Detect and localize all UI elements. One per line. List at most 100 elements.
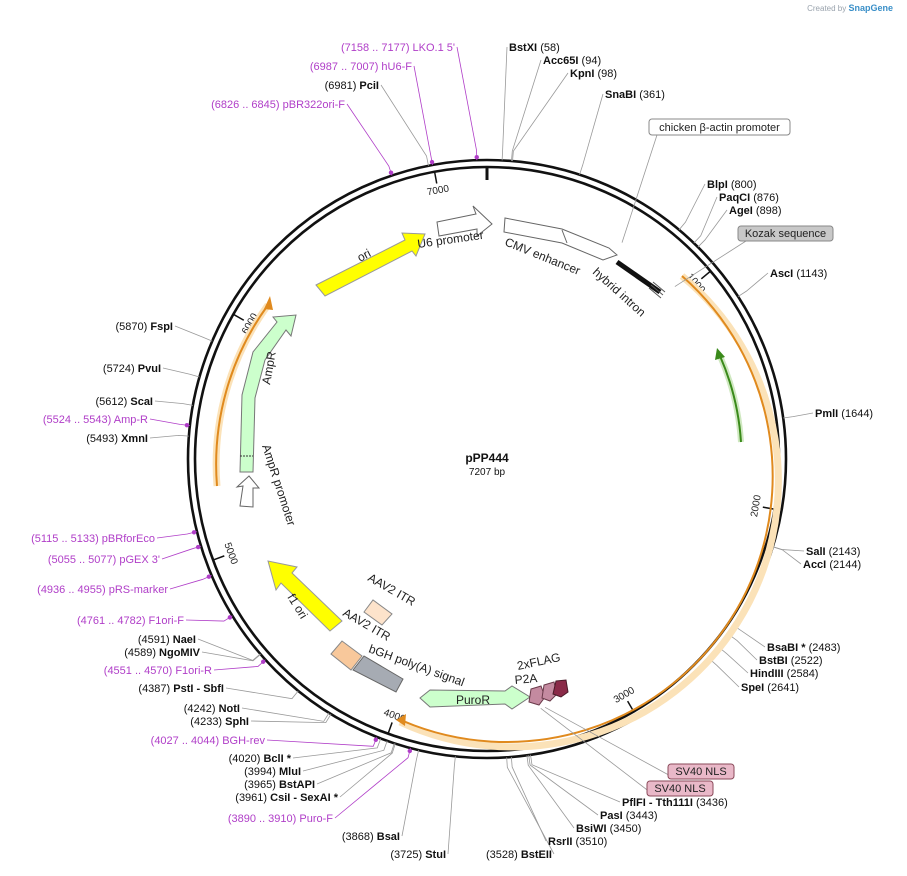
plasmid-length: 7207 bp xyxy=(469,467,506,478)
feature-leader xyxy=(674,240,747,287)
primer-label[interactable]: (4761 .. 4782) F1ori-F xyxy=(77,615,184,627)
feature-box[interactable] xyxy=(648,118,791,136)
p2a-feature xyxy=(528,685,546,706)
enzyme-position: (5612) xyxy=(96,396,128,408)
primer-label[interactable]: (5115 .. 5133) pBRforEco xyxy=(31,533,155,545)
orf-arc-left-head xyxy=(264,296,273,310)
primer-label[interactable]: (7158 .. 7177) LKO.1 5' xyxy=(341,42,455,54)
enzyme-leader xyxy=(501,46,508,161)
enzyme-label[interactable]: Acc65I (94) xyxy=(543,55,601,67)
feature-leader xyxy=(540,707,656,797)
orf-arc-green-halo xyxy=(717,354,744,443)
enzyme-label[interactable]: (3528) BstEII xyxy=(486,849,552,861)
feature-box-label: chicken β-actin promoter xyxy=(659,122,780,134)
feature-box[interactable] xyxy=(667,763,735,780)
primer-label[interactable]: (6987 .. 7007) hU6-F xyxy=(310,61,412,73)
primer-site xyxy=(184,422,190,428)
enzyme-name: AscI xyxy=(770,268,793,280)
enzyme-label[interactable]: SnaBI (361) xyxy=(605,89,665,101)
enzyme-label[interactable]: (3961) CsiI - SexAI * xyxy=(235,792,338,804)
orf-arc-green xyxy=(719,355,742,443)
primer-leader xyxy=(169,575,212,590)
enzyme-name: BstAPI xyxy=(279,779,315,791)
enzyme-leader xyxy=(512,72,569,162)
enzyme-label[interactable]: BlpI (800) xyxy=(707,179,757,191)
enzyme-label[interactable]: (5724) PvuI xyxy=(103,363,161,375)
cmv-enhancer-feature xyxy=(503,217,618,261)
feature-label[interactable]: AmpR promoter xyxy=(259,443,298,528)
feature-box[interactable] xyxy=(737,225,834,242)
enzyme-position: (6981) xyxy=(325,80,357,92)
enzyme-label[interactable]: (5493) XmnI xyxy=(86,433,148,445)
cmv-divider xyxy=(561,229,568,244)
enzyme-label[interactable]: (4242) NotI xyxy=(184,703,240,715)
snapgene-brand: SnapGene xyxy=(848,3,893,13)
primer-label[interactable]: (3890 .. 3910) Puro-F xyxy=(228,813,333,825)
enzyme-name: SnaBI xyxy=(605,89,636,101)
feature-box-label: SV40 NLS xyxy=(675,766,726,778)
enzyme-label[interactable]: PaqCI (876) xyxy=(719,192,779,204)
kozak-marks xyxy=(648,281,666,299)
enzyme-name: PflFI - Tth111I xyxy=(622,797,693,809)
enzyme-name: SalI xyxy=(806,546,826,558)
enzyme-label[interactable]: HindIII (2584) xyxy=(750,668,818,680)
enzyme-name: BstEII xyxy=(521,849,552,861)
enzyme-label[interactable]: BstBI (2522) xyxy=(759,655,823,667)
enzyme-position: (3965) xyxy=(244,779,276,791)
enzyme-label[interactable]: (5870) FspI xyxy=(116,321,173,333)
primer-label[interactable]: (4551 .. 4570) F1ori-R xyxy=(104,665,212,677)
enzyme-label[interactable]: (4387) PstI - SbfI xyxy=(138,683,224,695)
enzyme-label[interactable]: (3868) BsaI xyxy=(342,831,400,843)
enzyme-label[interactable]: AccI (2144) xyxy=(803,559,861,571)
enzyme-label[interactable]: BsiWI (3450) xyxy=(576,823,641,835)
enzyme-label[interactable]: (4020) BclI * xyxy=(229,753,292,765)
enzyme-label[interactable]: (4233) SphI xyxy=(190,716,249,728)
feature-label[interactable]: P2A xyxy=(514,671,538,687)
feature-label[interactable]: AmpR xyxy=(259,350,279,386)
feature-label[interactable]: 2xFLAG xyxy=(516,650,562,673)
primer-label[interactable]: (5524 .. 5543) Amp-R xyxy=(43,414,148,426)
enzyme-label[interactable]: (3994) MluI xyxy=(244,766,301,778)
tick-label: 5000 xyxy=(221,541,239,566)
feature-label[interactable]: hybrid intron xyxy=(590,265,648,320)
enzyme-label[interactable]: (6981) PciI xyxy=(325,80,379,92)
enzyme-position: (3528) xyxy=(486,849,518,861)
feature-box[interactable] xyxy=(646,780,714,797)
enzyme-position: (1644) xyxy=(841,408,873,420)
primer-label[interactable]: (4936 .. 4955) pRS-marker xyxy=(37,584,168,596)
enzyme-label[interactable]: (3725) StuI xyxy=(390,849,446,861)
enzyme-name: BstXI xyxy=(509,42,537,54)
enzyme-name: AccI xyxy=(803,559,826,571)
enzyme-label[interactable]: BsaBI * (2483) xyxy=(767,642,840,654)
enzyme-leader xyxy=(154,400,193,406)
enzyme-label[interactable]: SpeI (2641) xyxy=(741,682,799,694)
enzyme-label[interactable]: PmlI (1644) xyxy=(815,408,873,420)
enzyme-label[interactable]: (3965) BstAPI xyxy=(244,779,315,791)
enzyme-name: BlpI xyxy=(707,179,728,191)
primer-label[interactable]: (5055 .. 5077) pGEX 3' xyxy=(48,554,160,566)
enzyme-label[interactable]: (4591) NaeI xyxy=(138,634,196,646)
enzyme-label[interactable]: PasI (3443) xyxy=(600,810,658,822)
primer-labels: (7158 .. 7177) LKO.1 5' (6987 .. 7007) hU… xyxy=(31,42,479,825)
enzyme-position: (3450) xyxy=(610,823,642,835)
feature-label[interactable]: ori xyxy=(355,246,373,265)
enzyme-label[interactable]: SalI (2143) xyxy=(806,546,860,558)
orf-arcs xyxy=(212,273,782,751)
enzyme-position: (2143) xyxy=(829,546,861,558)
enzyme-name: ScaI xyxy=(130,396,153,408)
enzyme-label[interactable]: AgeI (898) xyxy=(729,205,782,217)
enzyme-position: (94) xyxy=(582,55,602,67)
tick-label: 2000 xyxy=(749,494,764,518)
feature-label[interactable]: PuroR xyxy=(456,693,490,707)
enzyme-label[interactable]: BstXI (58) xyxy=(509,42,560,54)
enzyme-position: (58) xyxy=(540,42,560,54)
enzyme-label[interactable]: (4589) NgoMIV xyxy=(124,647,200,659)
enzyme-label[interactable]: RsrII (3510) xyxy=(548,836,607,848)
enzyme-label[interactable]: (5612) ScaI xyxy=(96,396,154,408)
enzyme-label[interactable]: KpnI (98) xyxy=(570,68,617,80)
enzyme-leader xyxy=(734,625,766,648)
primer-label[interactable]: (6826 .. 6845) pBR322ori-F xyxy=(211,99,345,111)
enzyme-label[interactable]: PflFI - Tth111I (3436) xyxy=(622,797,728,809)
enzyme-label[interactable]: AscI (1143) xyxy=(770,268,827,280)
primer-label[interactable]: (4027 .. 4044) BGH-rev xyxy=(151,735,266,747)
